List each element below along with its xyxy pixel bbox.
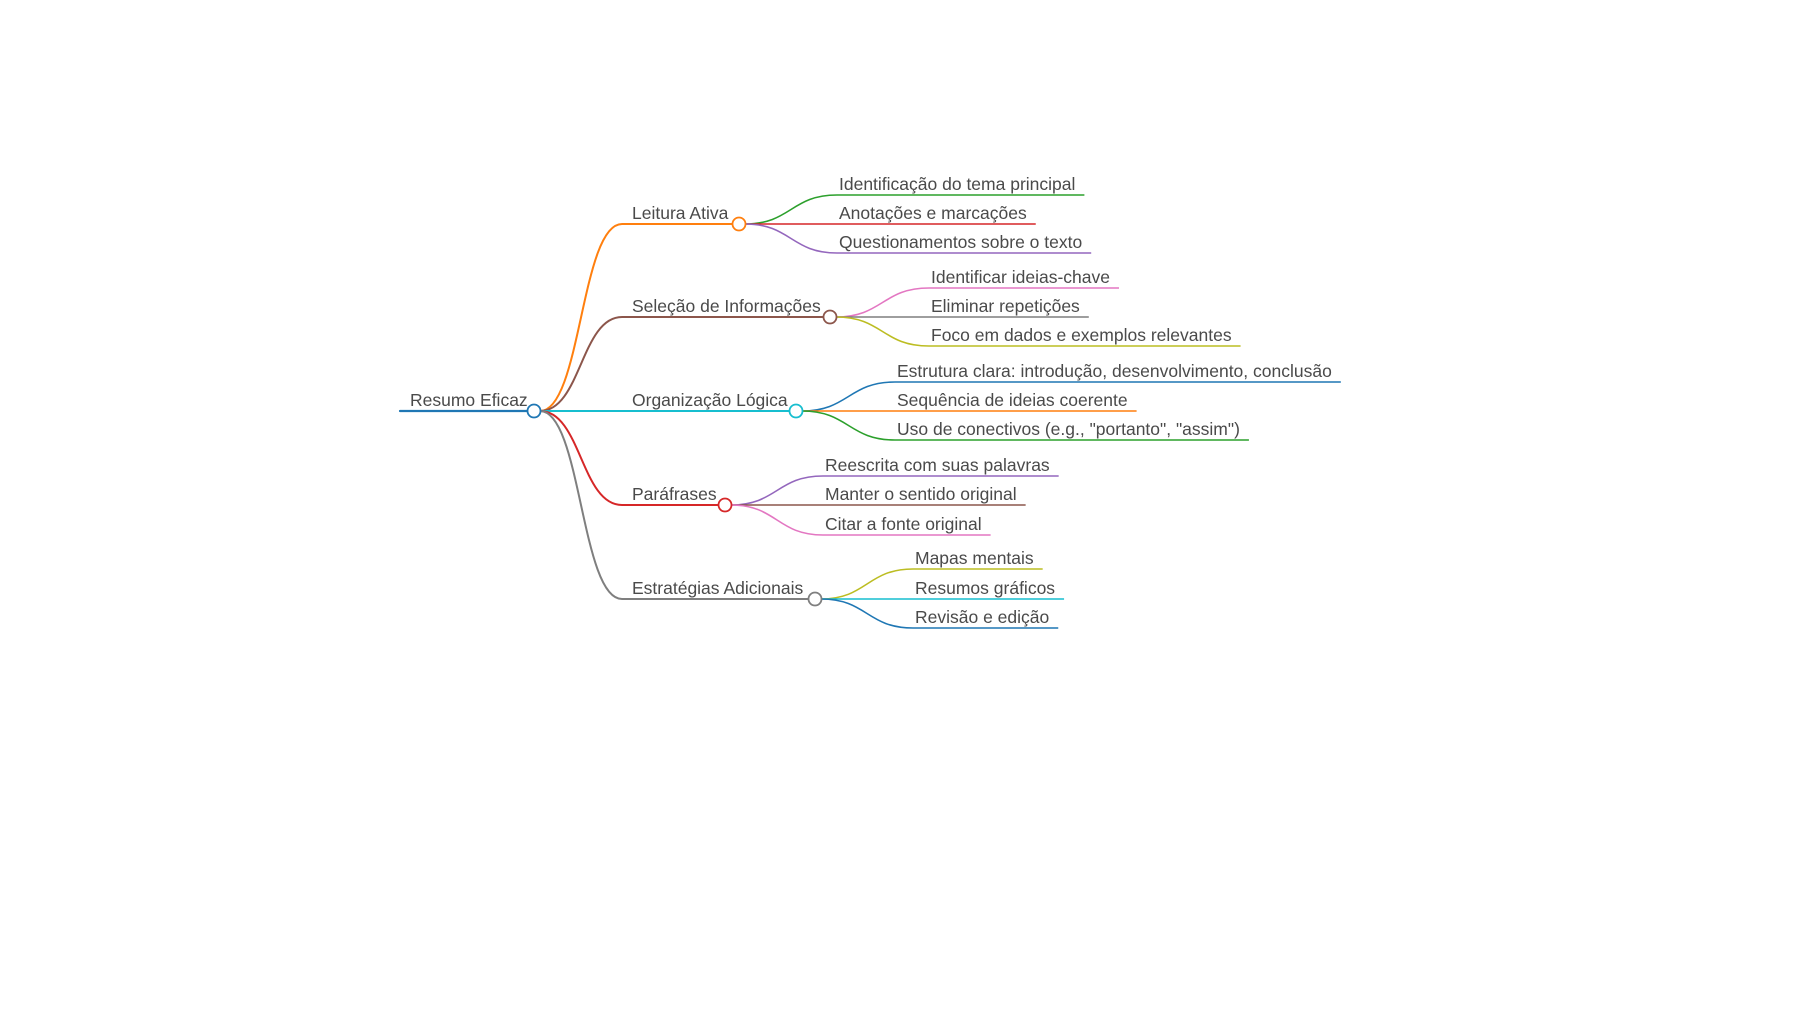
branch-connector	[539, 410, 623, 506]
branch-node-label: Seleção de Informações	[632, 296, 821, 316]
leaf-connector	[820, 568, 914, 600]
branch-node-toggle[interactable]	[807, 591, 823, 607]
leaf-connector	[820, 598, 914, 629]
leaf-connector	[801, 381, 896, 412]
branch-connector	[539, 410, 623, 600]
branch-node-toggle[interactable]	[717, 497, 733, 513]
leaf-node-label: Foco em dados e exemplos relevantes	[931, 325, 1232, 345]
leaf-connector	[730, 504, 824, 536]
branch-connector	[539, 316, 623, 412]
leaf-node-label: Anotações e marcações	[839, 203, 1027, 223]
root-node-toggle[interactable]	[526, 403, 542, 419]
branch-node-label: Estratégias Adicionais	[632, 578, 803, 598]
branch-node-toggle[interactable]	[788, 403, 804, 419]
leaf-node-label: Identificar ideias-chave	[931, 267, 1110, 287]
mind-map-nodes: Resumo Eficaz Leitura Ativa Identificação …	[410, 174, 1332, 627]
leaf-node-label: Sequência de ideias coerente	[897, 390, 1128, 410]
leaf-node-label: Identificação do tema principal	[839, 174, 1075, 194]
mind-map-links	[398, 194, 1341, 629]
leaf-connector	[730, 475, 824, 506]
leaf-node-label: Questionamentos sobre o texto	[839, 232, 1082, 252]
branch-node-toggle[interactable]	[822, 309, 838, 325]
branch-node-toggle[interactable]	[731, 216, 747, 232]
branch-node-label: Paráfrases	[632, 484, 717, 504]
leaf-node-label: Citar a fonte original	[825, 514, 982, 534]
leaf-connector	[744, 194, 838, 225]
leaf-node-label: Mapas mentais	[915, 548, 1034, 568]
leaf-connector	[744, 223, 838, 254]
leaf-node-label: Uso de conectivos (e.g., "portanto", "as…	[897, 419, 1240, 439]
leaf-node-label: Manter o sentido original	[825, 484, 1017, 504]
root-node-label: Resumo Eficaz	[410, 390, 528, 410]
leaf-connector	[801, 410, 896, 441]
leaf-node-label: Eliminar repetições	[931, 296, 1080, 316]
leaf-connector	[835, 287, 930, 318]
leaf-node-label: Reescrita com suas palavras	[825, 455, 1050, 475]
leaf-node-label: Revisão e edição	[915, 607, 1049, 627]
branch-node-label: Organização Lógica	[632, 390, 788, 410]
branch-node-label: Leitura Ativa	[632, 203, 729, 223]
branch-connector	[539, 223, 623, 412]
leaf-node-label: Estrutura clara: introdução, desenvolvim…	[897, 361, 1332, 381]
leaf-connector	[835, 316, 930, 347]
leaf-node-label: Resumos gráficos	[915, 578, 1055, 598]
